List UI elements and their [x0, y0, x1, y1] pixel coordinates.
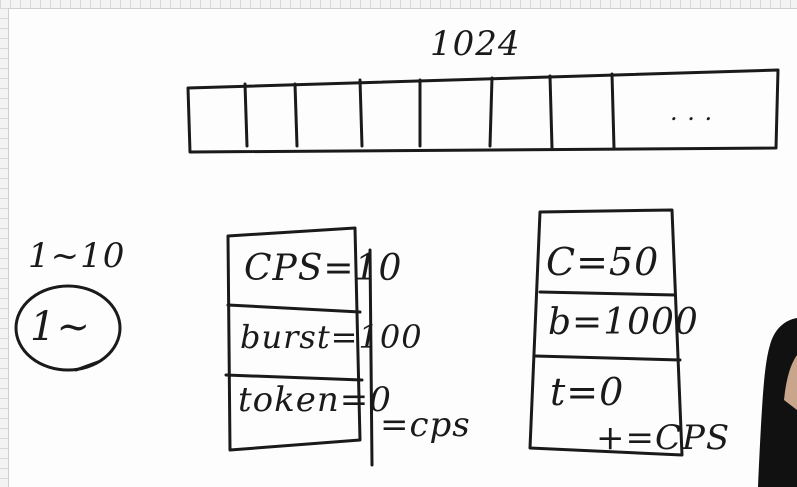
bucket2-row3: t=0 [550, 370, 625, 414]
bucket2-below: +=CPS [596, 418, 731, 458]
array-divider [548, 74, 554, 150]
array-box [186, 68, 780, 154]
left-ruler [0, 8, 9, 487]
bucket2-row2: b=1000 [548, 302, 699, 343]
array-divider [610, 72, 616, 150]
array-label: 1024 [430, 24, 521, 64]
array-divider [293, 82, 299, 148]
presenter-silhouette [758, 318, 797, 487]
circled-label: 1~ [30, 304, 91, 350]
bucket-box-left [226, 226, 362, 452]
bucket1-row1: CPS=10 [244, 248, 403, 289]
circle-mark [14, 284, 122, 372]
bucket2-row1: C=50 [546, 240, 660, 284]
top-ruler [0, 0, 797, 9]
bucket1-row2: burst=100 [240, 318, 423, 356]
array-divider [243, 82, 249, 148]
range-label: 1~10 [28, 236, 126, 276]
array-divider [488, 76, 494, 148]
bucket1-below: =cps [380, 405, 471, 445]
bucket1-row3: token=0 [238, 380, 392, 420]
bucket-box-right [528, 208, 684, 457]
array-divider [358, 78, 364, 148]
array-ellipsis: . . . [670, 98, 714, 126]
